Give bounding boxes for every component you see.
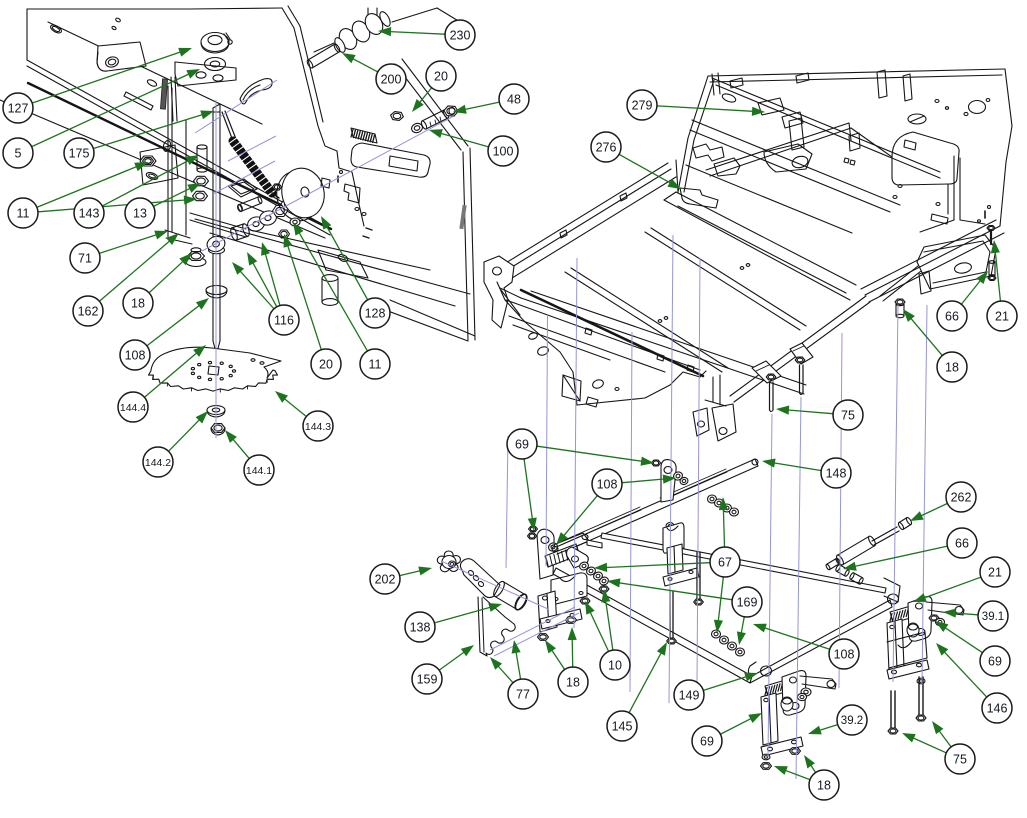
svg-text:116: 116 bbox=[274, 314, 294, 328]
svg-text:18: 18 bbox=[945, 361, 959, 375]
svg-text:262: 262 bbox=[951, 491, 972, 505]
svg-text:143: 143 bbox=[79, 207, 100, 221]
svg-text:146: 146 bbox=[987, 702, 1008, 716]
svg-text:149: 149 bbox=[679, 689, 700, 703]
svg-text:230: 230 bbox=[450, 29, 471, 43]
svg-text:66: 66 bbox=[955, 537, 969, 551]
svg-text:108: 108 bbox=[834, 648, 855, 662]
svg-text:5: 5 bbox=[15, 147, 22, 161]
svg-text:108: 108 bbox=[125, 349, 146, 363]
svg-text:11: 11 bbox=[369, 358, 382, 372]
svg-text:39.2: 39.2 bbox=[841, 715, 863, 727]
svg-text:21: 21 bbox=[988, 566, 1002, 580]
svg-text:18: 18 bbox=[817, 779, 831, 793]
svg-text:175: 175 bbox=[69, 147, 90, 161]
svg-text:20: 20 bbox=[319, 358, 333, 372]
svg-text:69: 69 bbox=[515, 438, 529, 452]
svg-text:148: 148 bbox=[826, 467, 847, 481]
svg-text:127: 127 bbox=[8, 102, 29, 116]
svg-text:145: 145 bbox=[612, 720, 633, 734]
svg-text:169: 169 bbox=[737, 596, 758, 610]
svg-text:75: 75 bbox=[841, 409, 855, 423]
svg-text:20: 20 bbox=[434, 70, 448, 84]
svg-text:69: 69 bbox=[988, 655, 1002, 669]
svg-text:77: 77 bbox=[516, 688, 530, 702]
svg-text:10: 10 bbox=[608, 659, 622, 673]
svg-text:100: 100 bbox=[493, 145, 514, 159]
svg-text:144.3: 144.3 bbox=[305, 421, 331, 433]
svg-text:159: 159 bbox=[417, 673, 438, 687]
svg-text:11: 11 bbox=[17, 207, 30, 221]
svg-text:279: 279 bbox=[632, 99, 653, 113]
svg-text:138: 138 bbox=[410, 621, 431, 635]
svg-text:144.1: 144.1 bbox=[246, 465, 272, 477]
svg-text:18: 18 bbox=[566, 676, 580, 690]
svg-text:144.2: 144.2 bbox=[145, 457, 171, 469]
svg-text:66: 66 bbox=[945, 310, 959, 324]
svg-text:75: 75 bbox=[953, 753, 967, 767]
svg-text:48: 48 bbox=[507, 93, 521, 107]
svg-text:108: 108 bbox=[597, 478, 618, 492]
svg-text:13: 13 bbox=[133, 207, 147, 221]
svg-text:144.4: 144.4 bbox=[120, 402, 146, 414]
svg-text:202: 202 bbox=[375, 573, 396, 587]
svg-text:21: 21 bbox=[995, 310, 1009, 324]
svg-text:39.1: 39.1 bbox=[982, 611, 1004, 623]
svg-text:18: 18 bbox=[131, 297, 145, 311]
svg-text:276: 276 bbox=[596, 141, 617, 155]
svg-text:67: 67 bbox=[718, 556, 732, 570]
svg-text:162: 162 bbox=[78, 305, 99, 319]
svg-text:128: 128 bbox=[365, 307, 386, 321]
svg-text:71: 71 bbox=[78, 252, 92, 266]
svg-text:200: 200 bbox=[381, 73, 402, 87]
svg-text:69: 69 bbox=[700, 735, 714, 749]
